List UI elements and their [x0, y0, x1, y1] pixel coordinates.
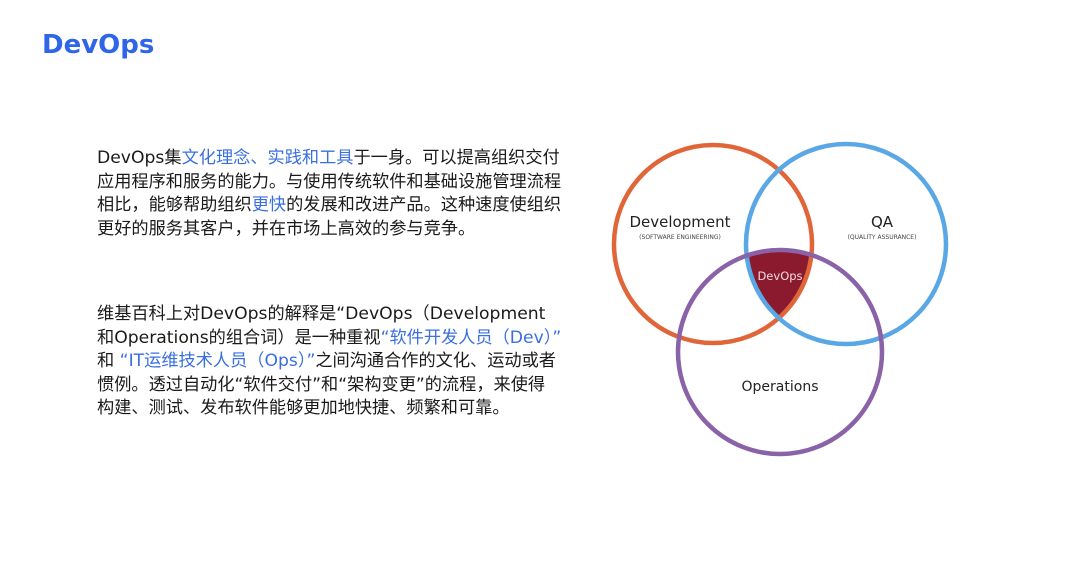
development-sublabel: (SOFTWARE ENGINEERING) — [639, 234, 721, 241]
development-label: Development — [630, 213, 731, 231]
devops-label: DevOps — [757, 269, 802, 283]
qa-circle — [743, 141, 949, 347]
development-circle — [611, 142, 815, 346]
operations-label: Operations — [742, 379, 819, 395]
page-title: DevOps — [42, 30, 155, 60]
intro-paragraph: DevOps集文化理念、实践和工具于一身。可以提高组织交付应用程序和服务的能力。… — [97, 147, 562, 241]
text: 维基百科上对DevOps的解释是“DevOps（Development和Oper… — [97, 304, 546, 348]
text: 的发展和改进产品。这种速度使组织更好的服务其客户，并在市场上高效的参与竞争。 — [97, 195, 562, 239]
text: 之间沟通合作的文化、运动或者惯例。透过自动化“软件交付”和“架构变更”的流程，来… — [97, 351, 556, 418]
wiki-paragraph: 维基百科上对DevOps的解释是“DevOps（Development和Oper… — [97, 303, 562, 421]
operations-circle — [675, 247, 885, 457]
highlight-text: 文化理念、实践和工具 — [181, 148, 354, 168]
text: 于一身。可以提高组织交付应用程序和服务的能力。与使用传统软件和基础设施管理流程相… — [97, 148, 562, 215]
qa-label: QA — [871, 213, 894, 231]
text: 和 — [97, 351, 115, 371]
qa-sublabel: (QUALITY ASSURANCE) — [848, 234, 917, 241]
highlight-text: “软件开发人员（Dev）” — [380, 327, 562, 348]
highlight-text: “IT运维技术人员（Ops）” — [119, 351, 316, 371]
text: DevOps集 — [97, 148, 182, 168]
highlight-text: 更快 — [251, 195, 287, 215]
